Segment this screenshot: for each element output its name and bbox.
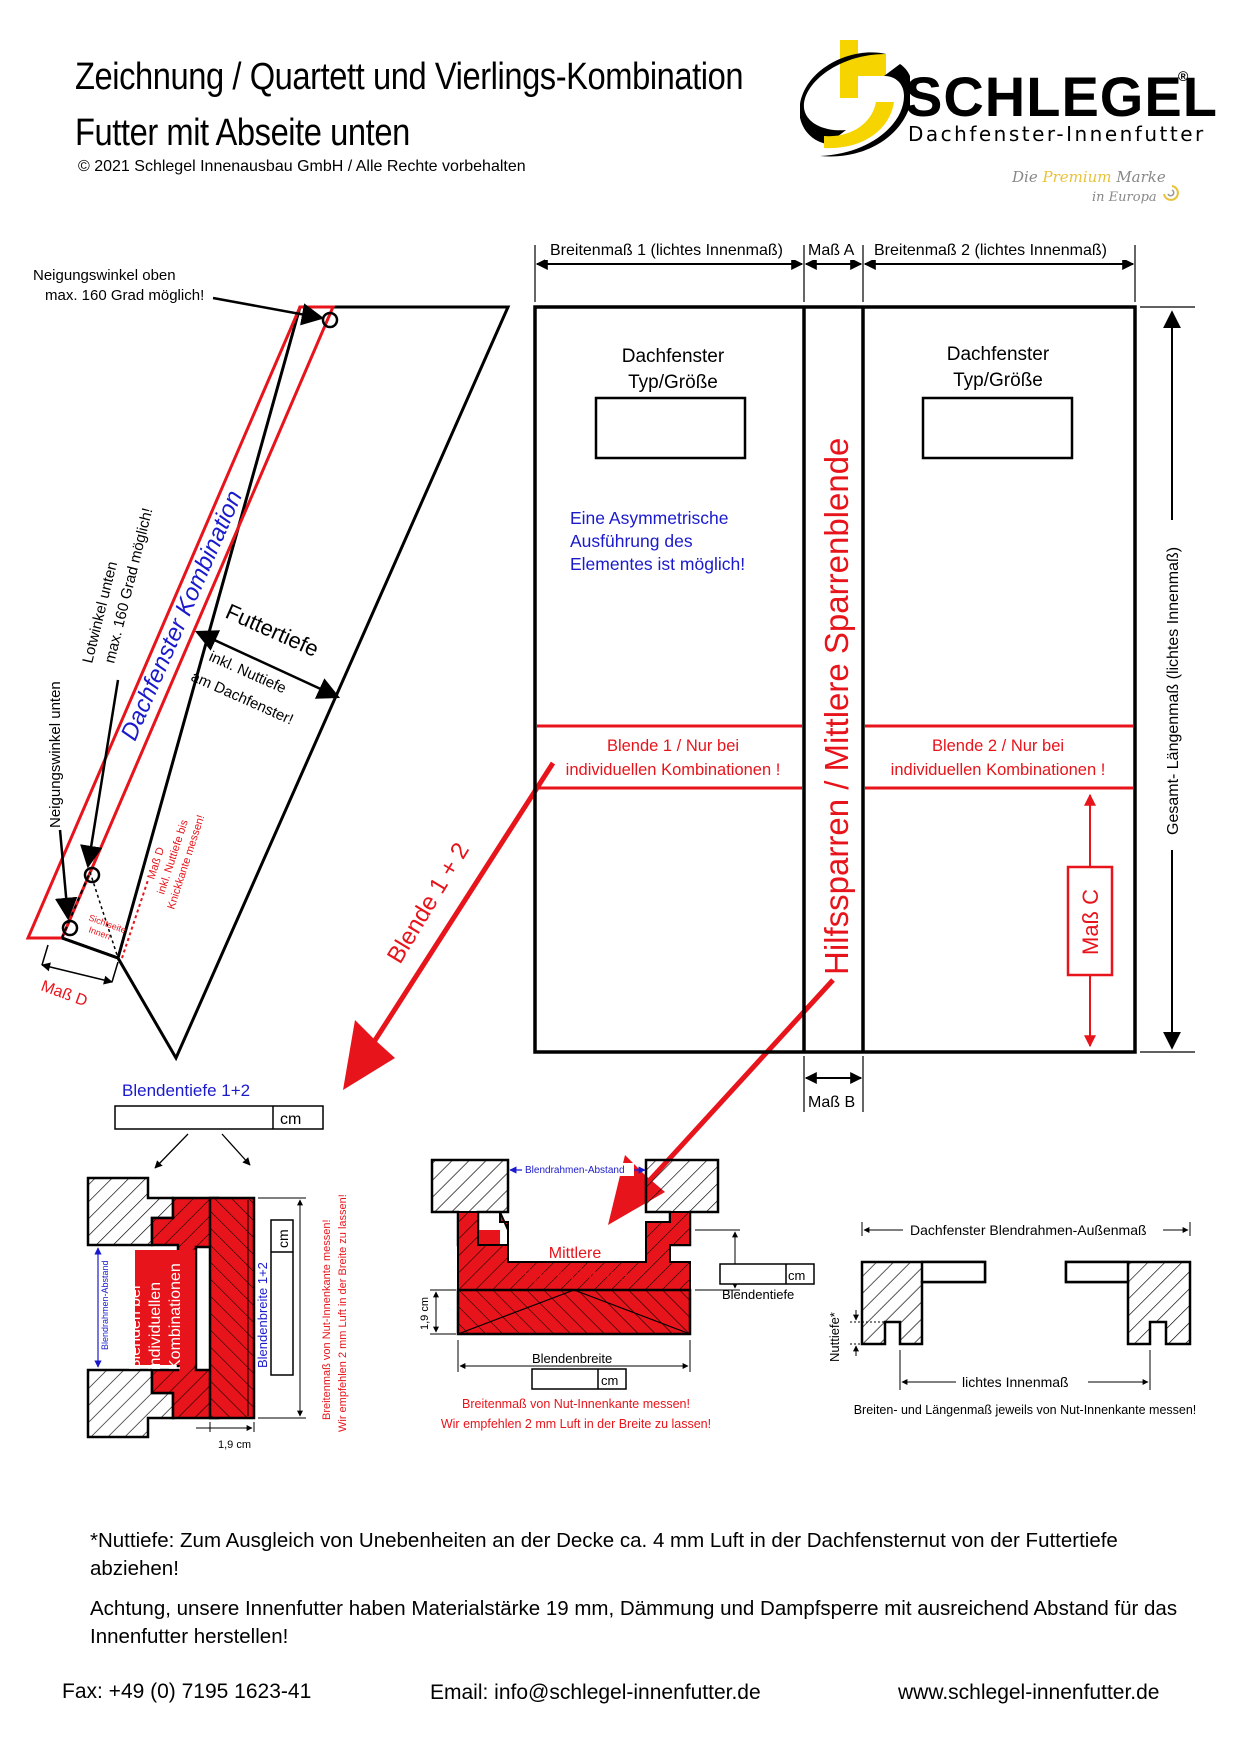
arrow-neigung-oben — [212, 296, 325, 326]
detail-middle: Blendrahmen-Abstand Mittlere Sparrenblen… — [419, 1158, 815, 1431]
side-view-outline — [116, 305, 511, 1062]
detail-left: Blendentiefe 1+2 cm Blenden bei individu… — [86, 1081, 349, 1451]
premium-swirl-icon — [1163, 185, 1179, 201]
brand-name: SCHLEGEL — [905, 65, 1218, 128]
mass-d-red-dash — [121, 879, 149, 959]
side-view-bottom-edge — [61, 936, 119, 960]
blende-arrow-line — [369, 761, 556, 1047]
blende-profile-board — [208, 1196, 256, 1420]
tagline-line2: in Europa — [1092, 190, 1157, 205]
fenster1-box — [594, 396, 747, 460]
side-view: Neigungswinkel oben max. 160 Grad möglic… — [25, 267, 511, 1062]
note-achtung: Achtung, unsere Innenfutter haben Materi… — [90, 1597, 1178, 1648]
middle-blendenbreite-unit: cm — [601, 1373, 618, 1388]
front-view: Breitenmaß 1 (lichtes Innenmaß) Maß A Br… — [533, 236, 1195, 1112]
note-nuttiefe: *Nuttiefe: Zum Ausgleich von Unebenheite… — [90, 1529, 1118, 1580]
blendrahmen-label: Blendrahmen-Abstand — [100, 1260, 110, 1350]
brand-subtitle: Dachfenster-Innenfutter — [908, 122, 1206, 146]
angle-marker-bottom — [61, 919, 79, 937]
sparrenblende-board — [456, 1288, 692, 1336]
registered-mark: ® — [1178, 68, 1189, 84]
arrow-lotwinkel — [80, 679, 120, 869]
copyright-text: © 2021 Schlegel Innenausbau GmbH / Alle … — [78, 158, 526, 175]
gesamt-label: Gesamt- Längenmaß (lichtes Innenmaß) — [1165, 547, 1182, 835]
footer-fax: Fax: +49 (0) 7195 1623-41 — [62, 1680, 312, 1703]
aussenmass-label: Dachfenster Blendrahmen-Außenmaß — [910, 1222, 1147, 1238]
middle-blendrahmen-label: Blendrahmen-Abstand — [525, 1165, 625, 1176]
middle-hint-2: Wir empfehlen 2 mm Luft in der Breite zu… — [441, 1417, 711, 1431]
lichtes-label: lichtes Innenmaß — [962, 1374, 1069, 1390]
front-view-frame — [533, 305, 1137, 1054]
blenden-text-bg — [135, 1250, 195, 1365]
detail-right: Dachfenster Blendrahmen-Außenmaß Nuttief… — [827, 1221, 1196, 1417]
middle-hint-1: Breitenmaß von Nut-Innenkante messen! — [462, 1397, 690, 1411]
sparrenblende-profile — [457, 1211, 691, 1291]
middle-blendenbreite-label: Blendenbreite — [532, 1351, 612, 1366]
tagline: Die Premium Marke — [1012, 168, 1166, 186]
neigung-oben-label-1: Neigungswinkel oben — [33, 267, 176, 284]
blende2-label-1: Blende 2 / Nur bei — [932, 737, 1064, 755]
page-title-line1: Zeichnung / Quartett und Vierlings-Kombi… — [75, 56, 744, 98]
schlegel-logo-mark-icon — [800, 40, 910, 157]
page-title-line2: Futter mit Abseite unten — [75, 112, 410, 154]
middle-blendentiefe-unit: cm — [788, 1268, 805, 1283]
middle-blendentiefe-input-box — [719, 1263, 815, 1285]
middle-blendenbreite-input-box — [531, 1368, 627, 1390]
neigung-unten-label: Neigungswinkel unten — [47, 681, 64, 828]
blende2-label-2: individuellen Kombinationen ! — [891, 761, 1106, 779]
neigung-oben-label-2: max. 160 Grad möglich! — [45, 287, 204, 304]
left-hint-2: Wir empfehlen 2 mm Luft in der Breite zu… — [337, 1194, 349, 1432]
mass-b-label: Maß B — [808, 1094, 855, 1111]
blendentiefe-unit: cm — [280, 1111, 301, 1128]
blendenbreite-label: Blendenbreite 1+2 — [255, 1262, 270, 1368]
mass-c-box — [1066, 865, 1114, 977]
blende-arrow-head — [343, 1020, 395, 1090]
tagline-part3: Marke — [1116, 168, 1166, 186]
breite1-label: Breitenmaß 1 (lichtes Innenmaß) — [550, 242, 783, 259]
mass-a-label: Maß A — [808, 242, 855, 259]
fenster1-label-1: Dachfenster — [622, 346, 725, 367]
arrow-neigung-unten — [54, 829, 78, 921]
right-hint: Breiten- und Längenmaß jeweils von Nut-I… — [854, 1403, 1197, 1417]
breite2-label: Breitenmaß 2 (lichtes Innenmaß) — [874, 242, 1107, 259]
blende1-label-2: individuellen Kombinationen ! — [566, 761, 781, 779]
mass-d-label: Maß D — [39, 978, 90, 1010]
left-dim-19: 1,9 cm — [218, 1439, 251, 1451]
asym-label-1: Eine Asymmetrische — [570, 508, 729, 528]
mittlere-label-1: Mittlere — [549, 1245, 602, 1262]
footer-website[interactable]: www.schlegel-innenfutter.de — [898, 1681, 1160, 1704]
blendenbreite-input-box — [270, 1219, 294, 1376]
nuttiefe-right-label: Nuttiefe* — [827, 1312, 842, 1362]
asym-label-3: Elementes ist möglich! — [570, 554, 745, 574]
fenster2-box — [921, 396, 1074, 460]
blendentiefe-input-box — [114, 1105, 324, 1130]
tagline-part2: Premium — [1042, 168, 1112, 186]
fenster2-label-2: Typ/Größe — [953, 370, 1043, 391]
mass-c-label: Maß C — [1078, 889, 1103, 955]
footer-email[interactable]: Email: info@schlegel-innenfutter.de — [430, 1681, 761, 1704]
mittlere-label-2: Sparrenblende — [523, 1267, 628, 1284]
blenden-label-rot-1: Blenden bei — [127, 1285, 144, 1370]
tagline-part1: Die — [1012, 168, 1038, 186]
blende1-label-1: Blende 1 / Nur bei — [607, 737, 739, 755]
blendentiefe-label: Blendentiefe 1+2 — [122, 1081, 250, 1100]
futtertiefe-label: Futtertiefe — [222, 599, 323, 662]
mass-d-dimension — [41, 962, 113, 985]
notes: *Nuttiefe: Zum Ausgleich von Unebenheite… — [90, 1527, 1180, 1663]
red-arrows: Blende 1 + 2 — [343, 761, 835, 1225]
left-hint-1: Breitenmaß von Nut-Innenkante messen! — [321, 1219, 333, 1420]
futtertiefe-arrow — [194, 630, 341, 699]
fenster2-label-1: Dachfenster — [947, 344, 1050, 365]
asym-label-2: Ausführung des — [570, 531, 693, 551]
middle-dim-19: 1,9 cm — [419, 1297, 431, 1330]
blenden-label-rot-3: Kombinationen — [167, 1263, 184, 1370]
blendenbreite-unit: cm — [275, 1229, 291, 1248]
fenster1-label-2: Typ/Größe — [628, 372, 718, 393]
sparren-label: Hilfssparren / Mittlere Sparrenblende — [818, 438, 855, 975]
middle-blendentiefe-label: Blendentiefe — [722, 1287, 794, 1302]
blenden-label-rot-2: individuellen — [147, 1282, 164, 1370]
